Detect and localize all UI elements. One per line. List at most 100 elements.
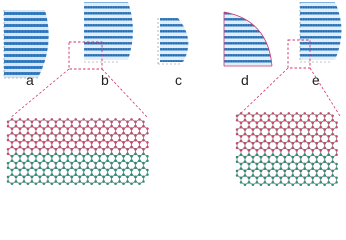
lattice-atom bbox=[303, 148, 306, 152]
lattice-atom bbox=[283, 146, 287, 150]
lattice-atom bbox=[10, 159, 14, 163]
lattice-atom bbox=[146, 141, 149, 144]
lattice-atom bbox=[130, 159, 133, 163]
lattice-atom bbox=[239, 167, 243, 170]
lattice-atom bbox=[303, 153, 306, 157]
lattice-atom bbox=[291, 146, 295, 150]
lattice-atom bbox=[271, 139, 275, 143]
lattice-atom bbox=[138, 182, 141, 186]
lattice-atom bbox=[38, 134, 42, 137]
lattice-bond-ring bbox=[127, 174, 136, 185]
lattice-atom bbox=[86, 148, 89, 151]
lattice-atom bbox=[271, 148, 275, 152]
lattice-atom bbox=[114, 168, 117, 172]
lattice-atom bbox=[255, 167, 259, 170]
lattice-bond-ring bbox=[280, 174, 290, 186]
lattice-atom bbox=[38, 175, 42, 179]
lattice-atom bbox=[267, 119, 271, 122]
lattice-atom bbox=[74, 168, 77, 172]
lattice-atom bbox=[255, 135, 259, 138]
lattice-atom bbox=[235, 128, 239, 131]
lattice-atom bbox=[78, 138, 81, 142]
lattice-atom bbox=[90, 141, 93, 144]
lattice-atom bbox=[50, 154, 54, 158]
panel-label-d: d bbox=[241, 72, 249, 88]
zoom-line-b-right bbox=[101, 68, 149, 119]
lattice-atom bbox=[126, 166, 129, 169]
lattice-atom bbox=[259, 119, 263, 122]
lattice-atom bbox=[46, 148, 50, 151]
lattice-atom bbox=[327, 135, 330, 138]
lattice-atom bbox=[299, 132, 303, 136]
lattice-atom bbox=[114, 141, 117, 144]
lattice-atom bbox=[62, 152, 66, 156]
lattice-bond-ring bbox=[304, 174, 314, 186]
lattice-atom bbox=[130, 118, 133, 121]
lattice-atom bbox=[307, 114, 310, 117]
lattice-atom bbox=[235, 146, 239, 150]
lattice-bond-ring bbox=[71, 174, 81, 185]
panel-b-zoom-box bbox=[68, 41, 103, 70]
lattice-atom bbox=[118, 125, 121, 128]
lattice-atom bbox=[243, 119, 247, 122]
lattice-atom bbox=[106, 131, 109, 135]
lattice-atom bbox=[335, 121, 338, 124]
lattice-atom bbox=[331, 114, 334, 117]
lattice-bond-ring bbox=[15, 174, 25, 185]
lattice-atom bbox=[78, 180, 81, 183]
lattice-atom bbox=[335, 181, 338, 184]
lattice-atom bbox=[98, 159, 101, 163]
lattice-atom bbox=[335, 153, 338, 157]
lattice-atom bbox=[46, 180, 50, 183]
lattice-atom bbox=[94, 161, 97, 165]
lattice-atom bbox=[50, 173, 54, 176]
lattice-atom bbox=[311, 181, 314, 184]
lattice-atom bbox=[70, 138, 74, 142]
lattice-atom bbox=[126, 180, 129, 183]
lattice-atom bbox=[259, 155, 263, 159]
lattice-atom bbox=[311, 167, 314, 170]
lattice-atom bbox=[58, 173, 62, 176]
lattice-atom bbox=[295, 181, 299, 184]
lattice-atom bbox=[110, 148, 113, 151]
lattice-atom bbox=[307, 160, 310, 163]
lattice-atom bbox=[78, 175, 81, 179]
lattice-atom bbox=[134, 161, 137, 165]
lattice-atom bbox=[243, 128, 247, 131]
lattice-atom bbox=[299, 114, 303, 117]
lattice-atom bbox=[82, 168, 85, 172]
lattice-atom bbox=[86, 125, 89, 128]
lattice-atom bbox=[106, 127, 109, 130]
lattice-atom bbox=[315, 160, 318, 163]
lattice-atom bbox=[335, 125, 338, 129]
lattice-atom bbox=[243, 183, 247, 186]
lattice-atom bbox=[22, 134, 26, 137]
lattice-atom bbox=[307, 119, 310, 122]
lattice-atom bbox=[279, 112, 283, 115]
lattice-atom bbox=[239, 176, 243, 180]
lattice-atom bbox=[90, 118, 93, 121]
lattice-atom bbox=[251, 160, 255, 163]
lattice-atom bbox=[295, 148, 299, 152]
lattice-atom bbox=[6, 120, 10, 123]
lattice-atom bbox=[251, 128, 255, 131]
lattice-atom bbox=[110, 152, 113, 156]
lattice-atom bbox=[70, 180, 74, 183]
lattice-atom bbox=[66, 131, 70, 135]
lattice-atom bbox=[58, 141, 62, 144]
lattice-atom bbox=[122, 182, 125, 186]
lattice-atom bbox=[307, 132, 310, 136]
lattice-atom bbox=[106, 159, 109, 163]
lattice-atom bbox=[26, 127, 30, 130]
lattice-atom bbox=[34, 154, 38, 158]
lattice-bond-ring bbox=[95, 174, 105, 185]
lattice-bond-ring bbox=[264, 174, 274, 186]
lattice-atom bbox=[295, 162, 299, 166]
lattice-atom bbox=[122, 118, 125, 121]
lattice-atom bbox=[42, 118, 46, 121]
lattice-atom bbox=[283, 183, 287, 186]
lattice-atom bbox=[82, 131, 85, 135]
lattice-atom bbox=[110, 120, 113, 123]
lattice-atom bbox=[255, 162, 259, 166]
lattice-atom bbox=[34, 127, 38, 130]
